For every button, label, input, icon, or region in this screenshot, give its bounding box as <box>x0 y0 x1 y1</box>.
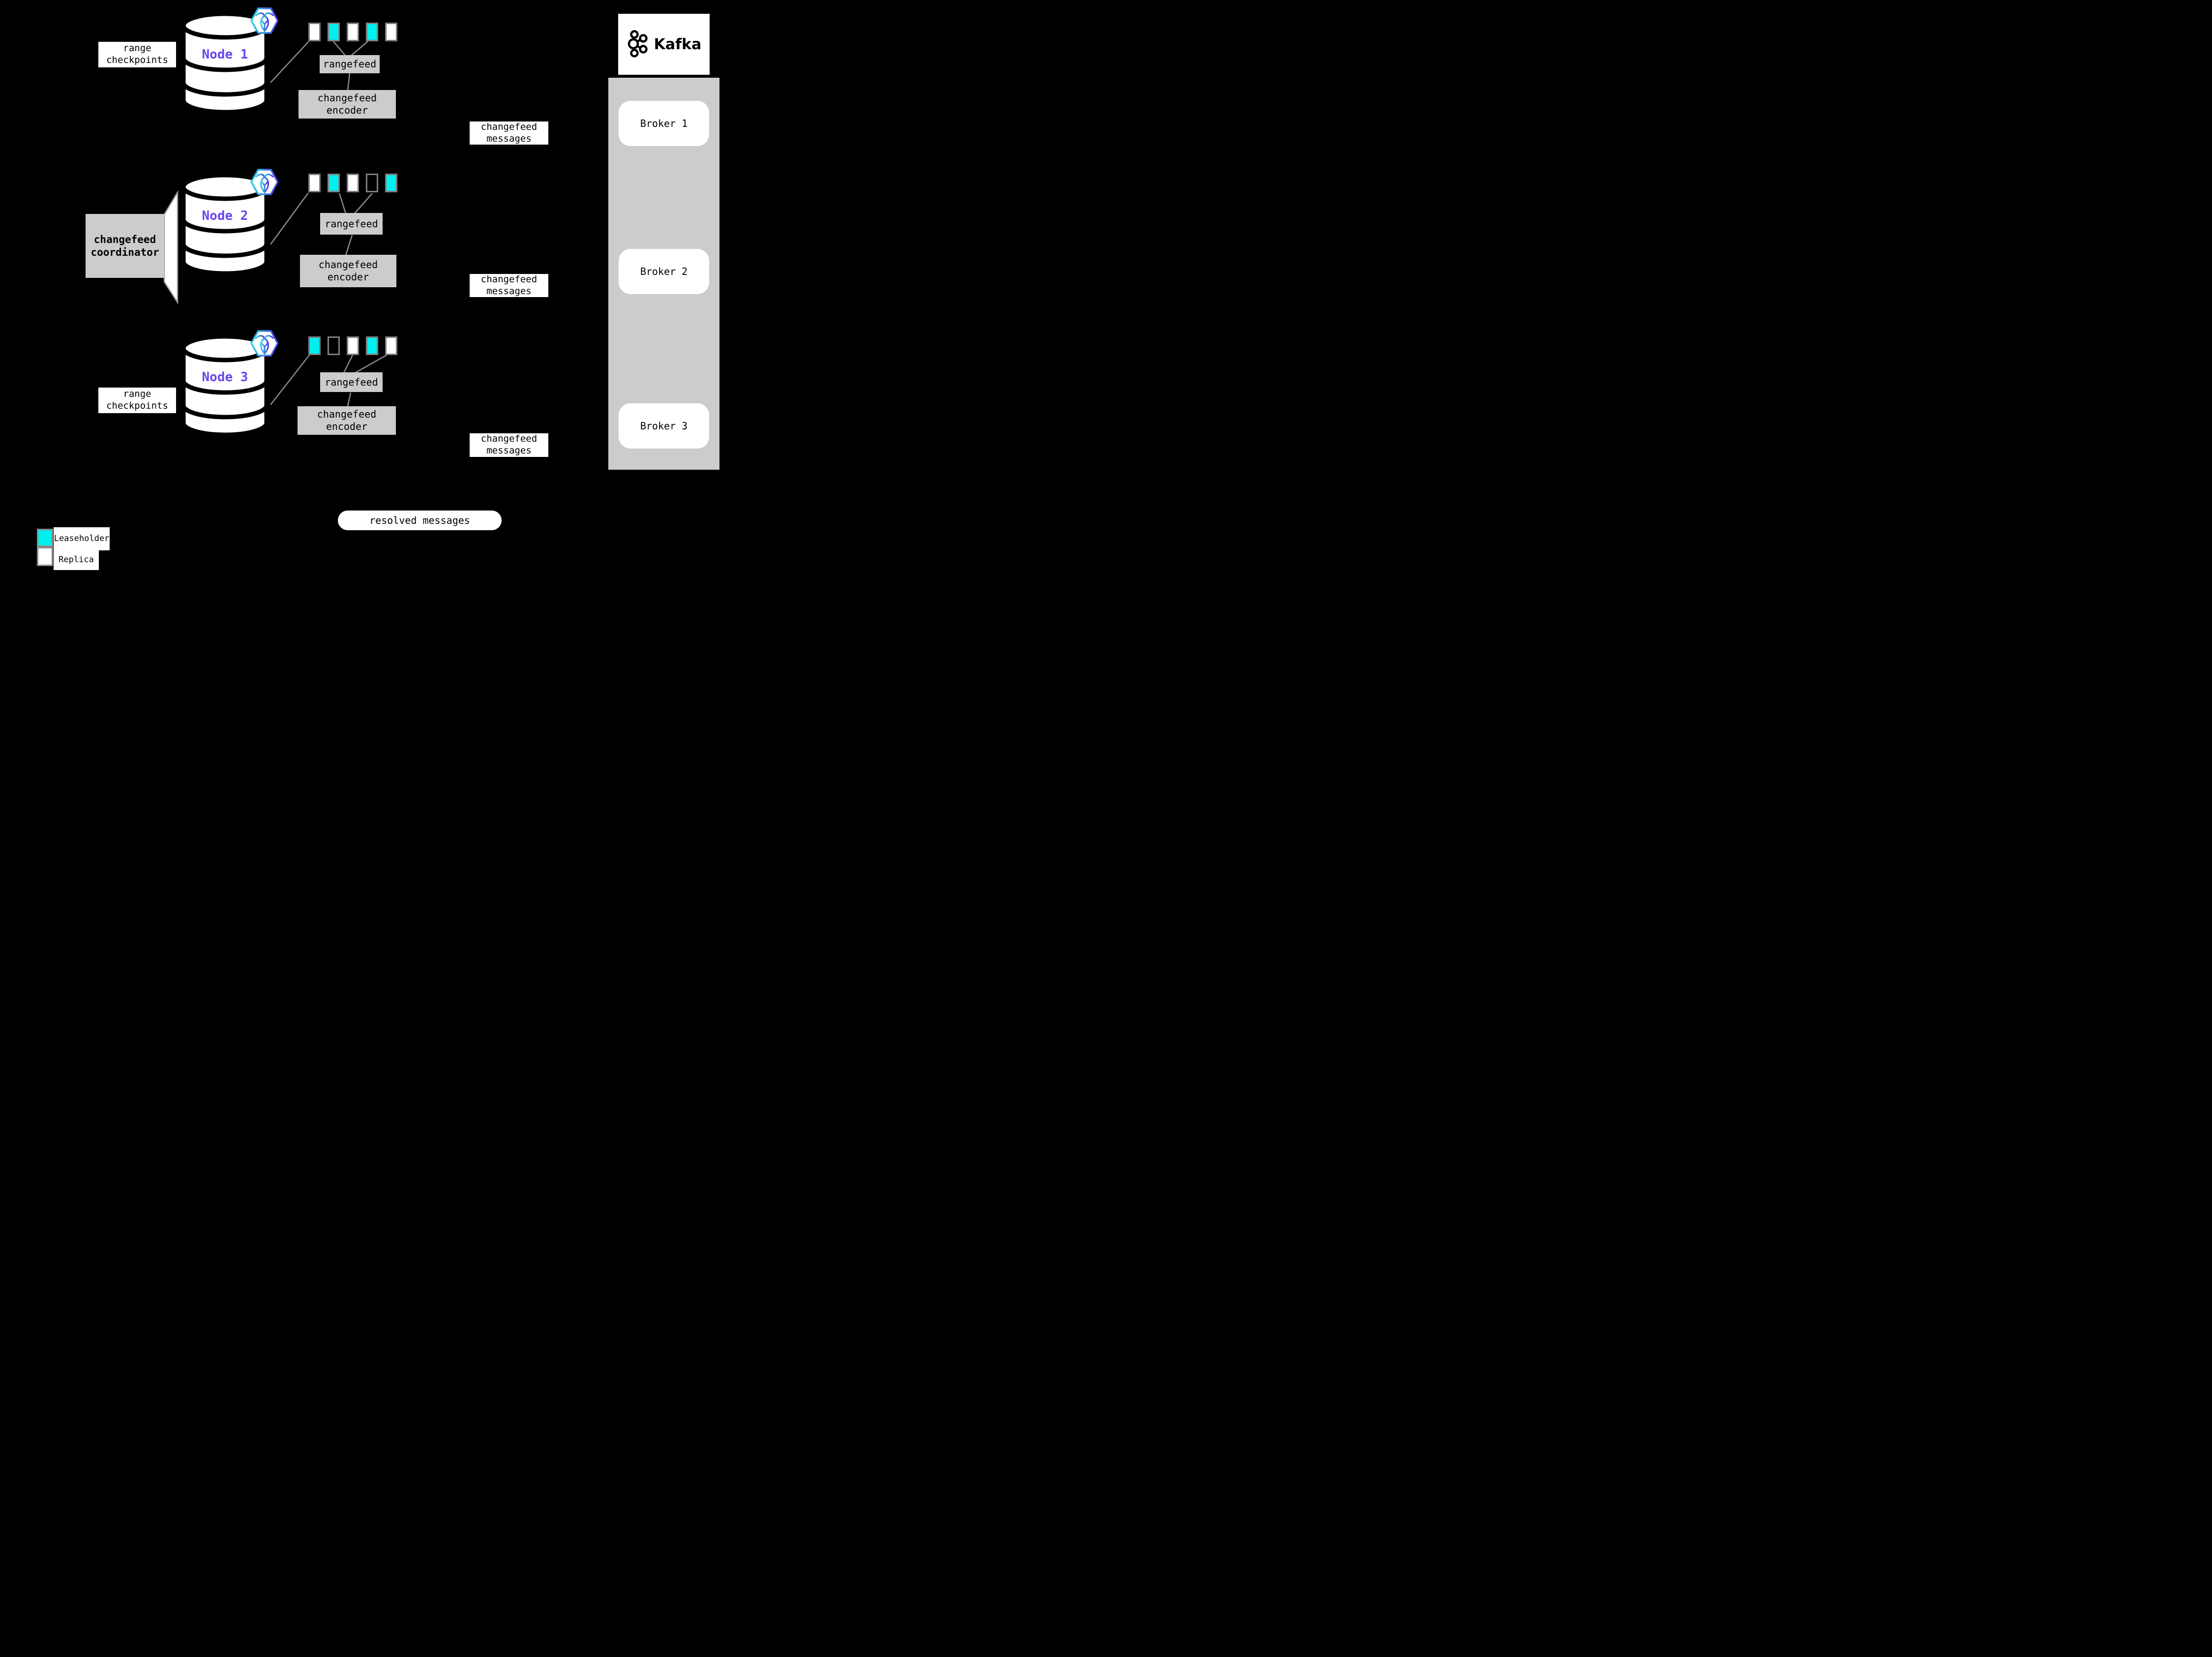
legend-replica-swatch <box>37 547 53 566</box>
range-square-leaseholder <box>308 336 321 355</box>
changefeed-encoder-box-node3: changefeed encoder <box>298 406 396 435</box>
label-line: encoder <box>326 421 368 432</box>
changefeed-encoder-box-node1: changefeed encoder <box>299 90 396 119</box>
kafka-logo-text: Kafka <box>654 35 702 53</box>
changefeed-messages-label-1: changefeed messages <box>470 121 548 145</box>
cockroachdb-icon <box>250 169 278 195</box>
label-line: range <box>123 43 151 54</box>
range-square-leaseholder <box>366 23 378 41</box>
range-square-replica <box>385 23 397 41</box>
range-square-replica <box>347 23 359 41</box>
range-square-leaseholder <box>385 174 397 192</box>
rangefeed-box-node2: rangefeed <box>320 213 383 235</box>
label-line: resolved messages <box>369 514 470 526</box>
node1-database-cylinder <box>181 11 269 115</box>
resolved-messages-label: resolved messages <box>338 511 502 530</box>
node2-range-squares <box>308 174 397 192</box>
label-line: range <box>123 389 151 400</box>
label-line: changefeed <box>317 92 377 104</box>
node1-label: Node 1 <box>202 47 248 62</box>
label-line: changefeed <box>317 408 377 420</box>
label-line: encoder <box>327 271 369 283</box>
range-square-leaseholder <box>328 174 340 192</box>
changefeed-architecture-diagram: Kafka Broker 1 Broker 2 Broker 3 Node 1 … <box>0 0 771 577</box>
changefeed-coordinator-label: changefeed coordinator <box>86 214 164 278</box>
legend-leaseholder-swatch <box>37 529 53 547</box>
broker-1: Broker 1 <box>619 101 709 146</box>
broker-3-label: Broker 3 <box>640 420 688 432</box>
changefeed-encoder-box-node2: changefeed encoder <box>300 255 396 287</box>
label-line: rangefeed <box>325 217 378 230</box>
range-square-replica <box>347 336 359 355</box>
cockroachdb-icon <box>250 7 278 34</box>
label-line: messages <box>486 133 532 144</box>
legend-replica-label: Replica <box>54 550 99 570</box>
range-square-empty <box>366 174 378 192</box>
label-line: checkpoints <box>106 55 168 65</box>
node2-label: Node 2 <box>202 209 248 223</box>
label-line: Replica <box>59 555 94 565</box>
range-square-leaseholder <box>366 336 378 355</box>
label-line: changefeed <box>318 259 378 271</box>
label-line: changefeed <box>480 121 538 132</box>
broker-3: Broker 3 <box>619 403 709 449</box>
label-line: Leaseholder <box>54 533 110 543</box>
label-line: changefeed <box>480 433 538 445</box>
label-line: changefeed <box>480 273 538 285</box>
label-line: rangefeed <box>325 376 378 388</box>
range-square-leaseholder <box>328 23 340 41</box>
label-line: messages <box>486 285 532 297</box>
range-square-replica <box>308 174 321 192</box>
changefeed-messages-label-2: changefeed messages <box>470 274 548 297</box>
coordinator-panel-3d <box>163 190 179 305</box>
node3-label: Node 3 <box>202 370 248 385</box>
cockroachdb-icon <box>250 330 278 357</box>
range-checkpoints-label-node1: range checkpoints <box>98 42 176 67</box>
legend-leaseholder-label: Leaseholder <box>54 527 110 550</box>
rangefeed-box-node1: rangefeed <box>320 55 380 73</box>
node2-database-cylinder <box>181 173 269 276</box>
label-line: messages <box>486 445 532 456</box>
changefeed-messages-label-3: changefeed messages <box>470 433 548 457</box>
range-square-replica <box>308 23 321 41</box>
range-square-replica <box>385 336 397 355</box>
label-line: encoder <box>326 104 368 116</box>
range-checkpoints-label-node3: range checkpoints <box>98 388 176 413</box>
label-line: changefeed <box>93 233 156 245</box>
range-square-empty <box>328 336 340 355</box>
label-line: checkpoints <box>106 400 168 411</box>
label-line: rangefeed <box>323 58 377 70</box>
broker-1-label: Broker 1 <box>640 118 688 129</box>
kafka-logo-icon <box>628 30 648 58</box>
range-square-replica <box>347 174 359 192</box>
label-line: coordinator <box>90 246 159 258</box>
node3-range-squares <box>308 336 397 355</box>
broker-2: Broker 2 <box>619 249 709 294</box>
connector-lines-layer <box>84 41 722 407</box>
rangefeed-box-node3: rangefeed <box>320 372 383 392</box>
broker-2-label: Broker 2 <box>640 266 688 277</box>
node1-range-squares <box>308 23 397 41</box>
kafka-logo-box: Kafka <box>618 14 710 75</box>
